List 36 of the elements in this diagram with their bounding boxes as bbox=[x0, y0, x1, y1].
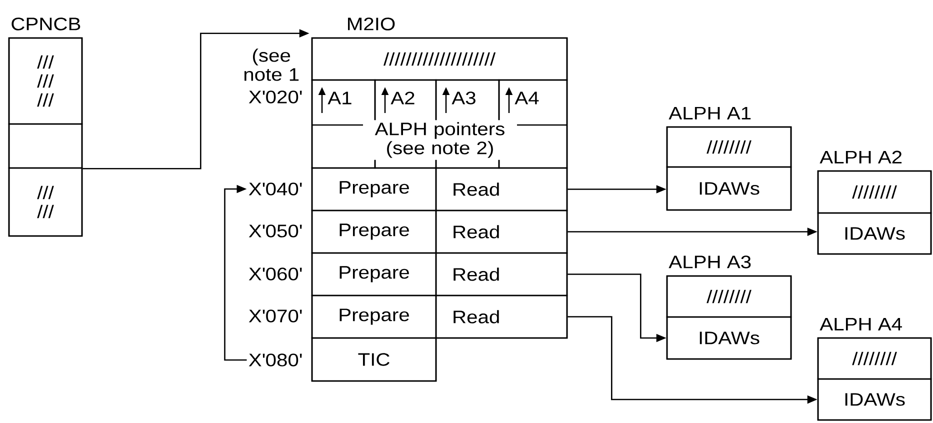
hatched-field: //////////////////// bbox=[311, 37, 568, 81]
hatched-field: /// /// /// bbox=[8, 37, 83, 125]
table-cell: TIC bbox=[311, 337, 437, 382]
note-text: ALPH pointers (see note 2) bbox=[363, 120, 517, 160]
table-cell: IDAWs bbox=[666, 316, 792, 360]
table-cell: IDAWs bbox=[666, 166, 792, 211]
table-cell: IDAWs bbox=[817, 378, 932, 421]
table-cell: Prepare bbox=[311, 167, 437, 212]
offset-label: X'080' bbox=[248, 354, 302, 366]
box-title: ALPH A3 bbox=[668, 256, 751, 268]
hatched-field: //////// bbox=[817, 337, 932, 380]
box-title: ALPH A4 bbox=[820, 318, 902, 330]
table-cell bbox=[8, 123, 83, 169]
table-cell: Read bbox=[435, 252, 568, 296]
table-cell: IDAWs bbox=[817, 212, 932, 255]
hatched-field: //////// bbox=[817, 170, 932, 214]
offset-label: X'020' bbox=[248, 90, 302, 104]
table-cell: Read bbox=[435, 167, 568, 212]
table-cell: Prepare bbox=[311, 252, 437, 296]
table-cell: Read bbox=[435, 294, 568, 339]
offset-label: X'040' bbox=[248, 182, 302, 196]
box-title: CPNCB bbox=[12, 18, 80, 30]
hatched-field: //////// bbox=[666, 275, 792, 318]
offset-label: X'050' bbox=[248, 224, 302, 238]
table-cell: Prepare bbox=[311, 294, 437, 339]
table-cell: Read bbox=[435, 210, 568, 254]
arrow bbox=[224, 184, 247, 361]
offset-label: X'070' bbox=[248, 310, 302, 322]
hatched-field: //////// bbox=[666, 126, 792, 168]
box-title: ALPH A2 bbox=[820, 150, 902, 164]
box-title: ALPH A1 bbox=[668, 106, 751, 120]
note-text: (see note 1 bbox=[244, 48, 299, 81]
offset-label: X'060' bbox=[248, 268, 302, 280]
hatched-field: /// /// bbox=[8, 167, 83, 237]
box-title: M2IO bbox=[348, 18, 395, 30]
table-cell: Prepare bbox=[311, 210, 437, 254]
